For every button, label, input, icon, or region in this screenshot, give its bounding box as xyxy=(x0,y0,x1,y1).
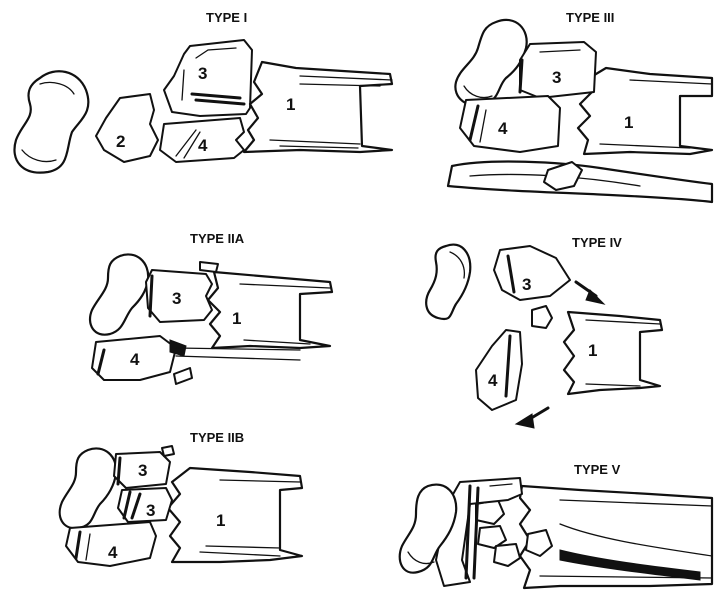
label-4-type-iv: 4 xyxy=(488,371,498,390)
panel-type-iia: TYPE IIA 3 4 1 xyxy=(90,231,332,384)
bean-bone-type-iv xyxy=(426,245,470,319)
panel-title-type-i: TYPE I xyxy=(206,10,247,25)
label-3a-type-iib: 3 xyxy=(138,461,147,480)
panel-title-type-iv: TYPE IV xyxy=(572,235,622,250)
bone-1-type-iv xyxy=(564,312,662,394)
label-1-type-iib: 1 xyxy=(216,511,225,530)
bone-1-type-iia xyxy=(208,272,332,348)
small-chip-type-iib xyxy=(162,446,174,456)
panel-type-v: TYPE V xyxy=(400,462,712,588)
label-1-type-i: 1 xyxy=(286,95,295,114)
label-4-type-iia: 4 xyxy=(130,350,140,369)
panel-type-i: TYPE I 3 2 4 1 xyxy=(14,10,392,173)
panel-type-iib: TYPE IIB 3 3 4 1 xyxy=(60,430,302,566)
small-chip-top-type-iia xyxy=(200,262,218,272)
panel-title-type-iia: TYPE IIA xyxy=(190,231,245,246)
panel-title-type-iib: TYPE IIB xyxy=(190,430,244,445)
panel-type-iv: TYPE IV 3 4 1 xyxy=(426,235,662,428)
label-2-type-i: 2 xyxy=(116,132,125,151)
label-3-type-iii: 3 xyxy=(552,68,561,87)
bean-bone-type-iib xyxy=(60,448,116,528)
bean-bone-type-i xyxy=(14,71,88,172)
label-3-type-iia: 3 xyxy=(172,289,181,308)
fragment-3-type-iv xyxy=(494,246,570,300)
label-3b-type-iib: 3 xyxy=(146,501,155,520)
small-chip-bottom-type-iia xyxy=(174,368,192,384)
bone-1-type-i xyxy=(244,62,392,152)
panel-title-type-iii: TYPE III xyxy=(566,10,614,25)
label-3-type-i: 3 xyxy=(198,64,207,83)
label-1-type-iv: 1 xyxy=(588,341,597,360)
label-1-type-iii: 1 xyxy=(624,113,633,132)
label-4-type-iib: 4 xyxy=(108,543,118,562)
fragment-d-type-v xyxy=(494,544,520,566)
label-4-type-iii: 4 xyxy=(498,119,508,138)
panel-type-iii: TYPE III 3 4 1 xyxy=(448,10,712,202)
panel-title-type-v: TYPE V xyxy=(574,462,621,477)
fragment-4-type-iv xyxy=(476,330,522,410)
label-4-type-i: 4 xyxy=(198,136,208,155)
label-1-type-iia: 1 xyxy=(232,309,241,328)
bean-bone-type-iii xyxy=(455,20,526,106)
fragment-2-type-i xyxy=(96,94,158,162)
bean-bone-type-iia xyxy=(90,254,148,334)
label-3-type-iv: 3 xyxy=(522,275,531,294)
small-fragment-type-iv xyxy=(532,306,552,328)
